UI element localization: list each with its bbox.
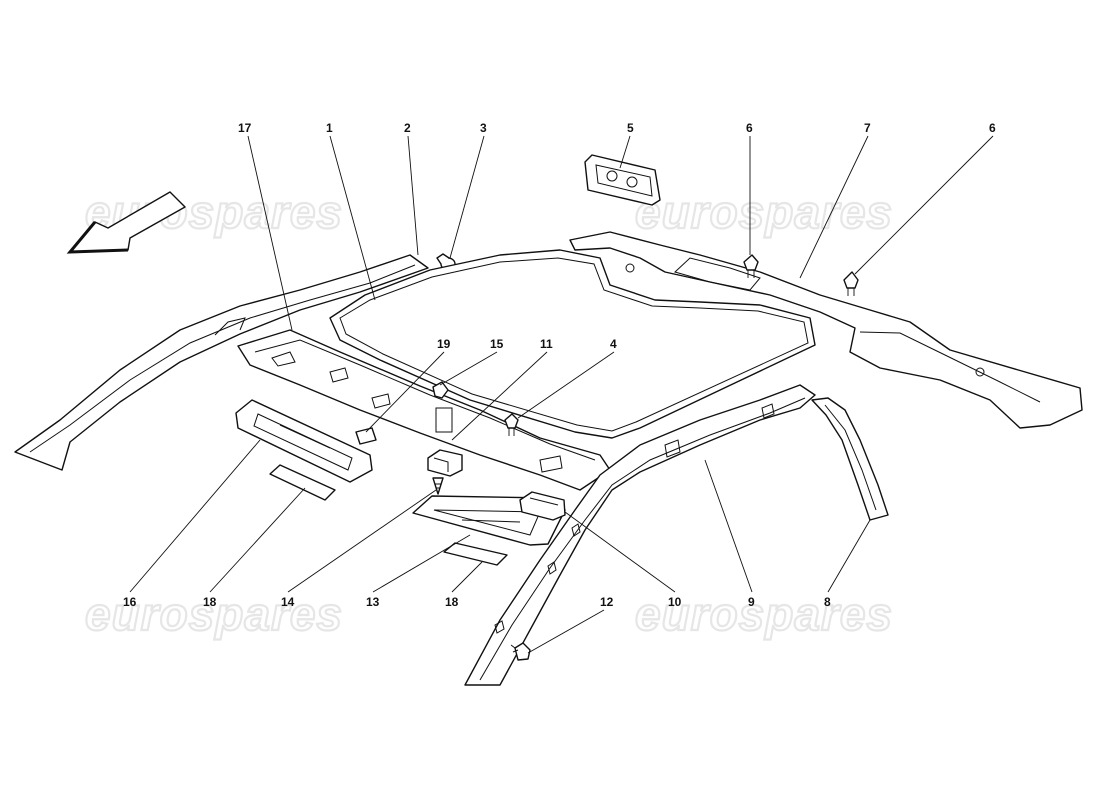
b-pillar-trim [811,397,889,521]
windshield-header-trim [237,329,611,491]
callout-16: 16 [123,595,137,609]
fastener-6-right [843,271,859,296]
headliner-panel [329,249,816,439]
bracket-15 [432,381,453,433]
callout-5: 5 [627,121,634,135]
callout-15: 15 [490,337,504,351]
screw-12 [510,642,531,661]
callout-9: 9 [748,595,755,609]
watermark-bottom-left: eurospares [85,588,343,640]
callout-13: 13 [366,595,380,609]
a-pillar-trim-right [464,384,816,686]
callout-2: 2 [404,121,411,135]
callout-labels: 17 1 2 3 5 6 7 6 19 15 11 4 16 18 14 13 … [123,121,996,609]
callout-18-left: 18 [203,595,217,609]
watermarks: eurospares eurospares eurospares eurospa… [84,185,893,641]
callout-8: 8 [824,595,831,609]
dome-light [584,154,661,206]
callout-18-right: 18 [445,595,459,609]
visor-clip-11 [427,449,463,477]
fastener-4 [504,413,519,436]
front-direction-arrow-icon [66,191,186,254]
callout-4: 4 [610,337,617,351]
callout-17: 17 [238,121,252,135]
pad-19 [355,427,377,445]
callout-1: 1 [326,121,333,135]
callout-7: 7 [864,121,871,135]
screw-14 [432,477,444,495]
callout-6-left: 6 [746,121,753,135]
fastener-6-left [743,254,759,278]
callout-11: 11 [540,337,553,351]
callout-10: 10 [668,595,682,609]
leader-lines [129,135,994,654]
callout-14: 14 [281,595,295,609]
callout-3: 3 [480,121,487,135]
visor-clip-10 [519,491,566,521]
callout-6-right: 6 [989,121,996,135]
sun-visor-left [235,399,373,483]
visor-label-left [269,464,336,501]
a-pillar-trim-left [14,254,429,471]
watermark-top-right: eurospares [635,186,893,238]
watermark-bottom-right: eurospares [635,588,893,640]
rear-headliner-trim [569,231,1083,429]
callout-19: 19 [437,337,451,351]
callout-12: 12 [600,595,614,609]
visor-label-right [443,542,508,566]
